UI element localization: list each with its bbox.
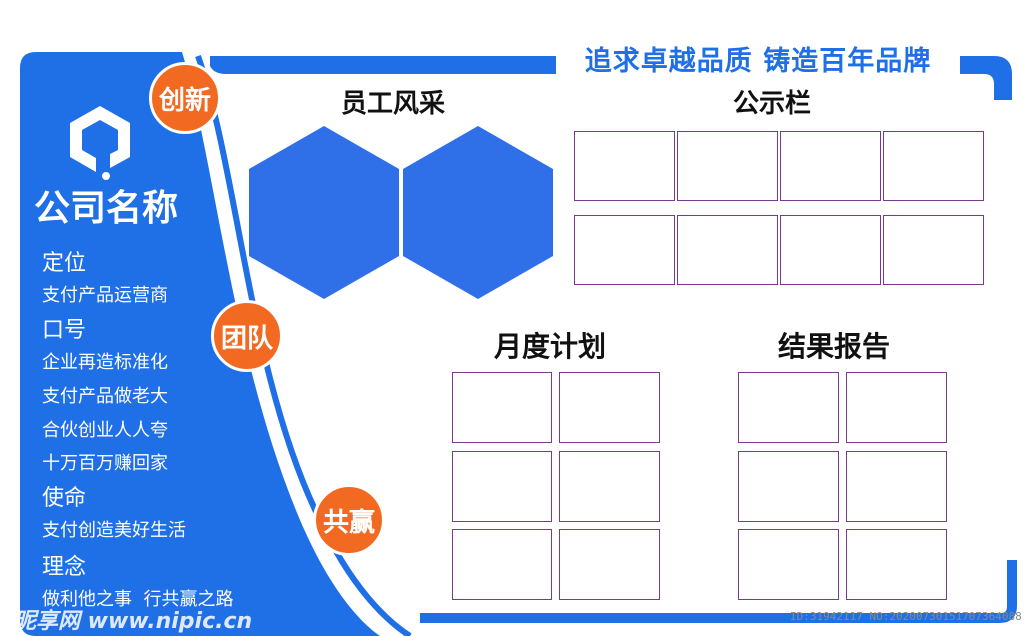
section-title-staff: 员工风采 [341,89,446,119]
sidebar-line: 做利他之事 行共赢之路 [42,589,234,610]
company-name: 公司名称 [34,187,179,229]
image-id-text: ID:31942117 NO:20200730151707364088 [790,610,1022,623]
result-report-frame [846,529,947,600]
notice-frame [574,215,675,285]
result-report-frame [738,372,839,443]
sidebar-line: 合伙创业人人夸 [42,420,168,441]
sidebar-heading-mission: 使命 [42,486,87,511]
left-panel [20,52,380,636]
staff-photo-hex-2 [403,126,553,299]
sidebar-line: 支付产品做老大 [42,386,168,407]
section-title-result-report: 结果报告 [778,330,891,363]
staff-photo-hex-1 [249,126,399,299]
notice-frame [883,215,984,285]
monthly-plan-frame [559,529,660,600]
monthly-plan-frame [452,529,552,600]
sidebar-heading-positioning: 定位 [42,251,87,276]
sidebar-line: 企业再造标准化 [42,352,168,373]
result-report-frame [846,372,947,443]
notice-frame [574,131,675,201]
watermark: 昵享网 www.nipic.cn [14,609,253,634]
bottom-frame [420,560,1017,623]
monthly-plan-frame [559,451,660,522]
monthly-plan-frame [452,451,552,522]
notice-frame [780,131,881,201]
outer-curve [195,55,412,636]
sidebar-heading-philosophy: 理念 [42,555,87,580]
sidebar-line: 十万百万赚回家 [42,453,168,474]
notice-frame [677,215,778,285]
section-title-monthly-plan: 月度计划 [494,330,607,363]
badge-team: 团队 [211,300,283,372]
slogan-banner: 追求卓越品质 铸造百年品牌 [556,40,960,84]
company-logo-icon [70,106,130,180]
result-report-frame [738,529,839,600]
section-title-notice: 公示栏 [733,89,812,119]
notice-frame [677,131,778,201]
result-report-frame [738,451,839,522]
result-report-frame [846,451,947,522]
sidebar-line: 支付创造美好生活 [42,520,186,541]
monthly-plan-frame [559,372,660,443]
badge-innovation: 创新 [149,62,221,134]
badge-win-win: 共赢 [313,484,385,556]
sidebar-heading-slogan: 口号 [42,318,87,343]
sidebar-line: 支付产品运营商 [42,285,168,306]
notice-frame [780,215,881,285]
notice-frame [883,131,984,201]
monthly-plan-frame [452,372,552,443]
